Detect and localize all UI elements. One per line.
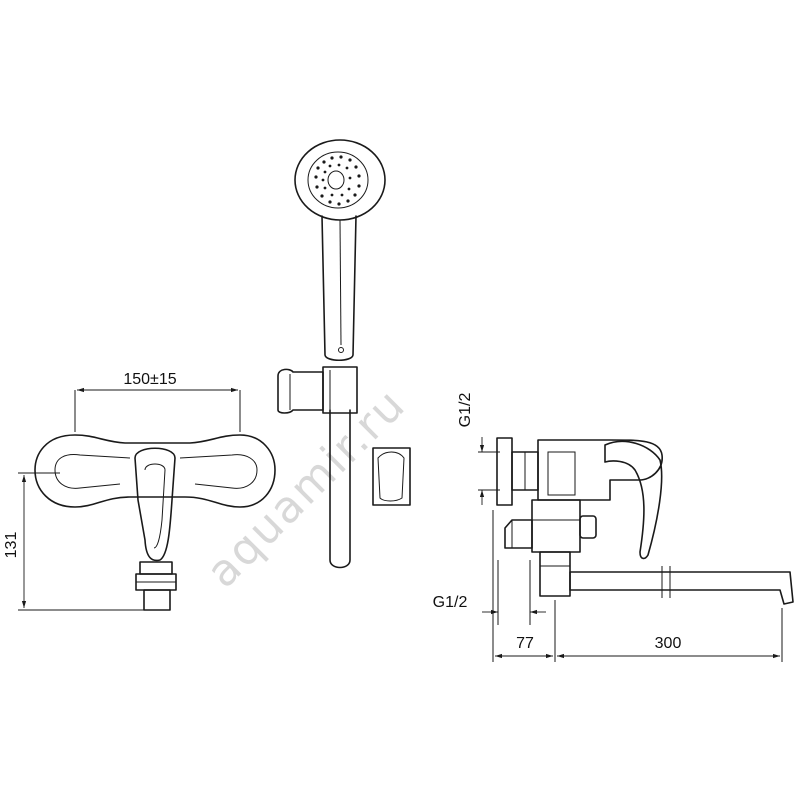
- diverter-top: [139, 561, 173, 575]
- dim-inlet-bottom-label: G1/2: [433, 594, 468, 611]
- shower-holder: [277, 368, 324, 414]
- shower-hose: [329, 409, 351, 569]
- front-view: 150±15 131: [3, 371, 276, 611]
- hand-shower-view: [277, 139, 411, 569]
- wall-flange: [496, 437, 513, 506]
- wall-bracket-inner: [377, 451, 405, 502]
- shower-handle-line: [339, 219, 342, 346]
- mixer-body-outline: [34, 434, 276, 508]
- mixer-body-side: [537, 439, 663, 501]
- diverter-knob: [579, 515, 597, 539]
- side-view: G1/2 G1/2: [433, 393, 794, 662]
- shower-handle-dot: [338, 347, 344, 353]
- mixer-body-side-inner: [547, 451, 576, 496]
- shower-head-face: [307, 151, 369, 209]
- hose-outlet: [504, 519, 533, 549]
- dim-height-label: 131: [3, 532, 20, 559]
- shower-holder-clamp: [322, 366, 358, 414]
- wall-bracket: [372, 447, 411, 506]
- dim-inlet-top-label: G1/2: [457, 393, 474, 428]
- dim-width-label: 150±15: [123, 371, 176, 388]
- lever-front-inner: [144, 463, 166, 549]
- mixer-body-inner: [54, 454, 258, 489]
- diverter-bottom: [143, 589, 171, 611]
- spout-connector: [539, 551, 571, 597]
- shower-head-center: [327, 170, 345, 190]
- shower-handle: [321, 215, 357, 362]
- shower-nozzle-dots: [314, 155, 361, 206]
- spout: [569, 571, 794, 605]
- dim-offset-label: 77: [516, 635, 534, 652]
- lever-front: [134, 447, 176, 562]
- lever-side: [604, 440, 663, 560]
- side-cartridge: [531, 499, 581, 553]
- dim-spout-label: 300: [655, 635, 682, 652]
